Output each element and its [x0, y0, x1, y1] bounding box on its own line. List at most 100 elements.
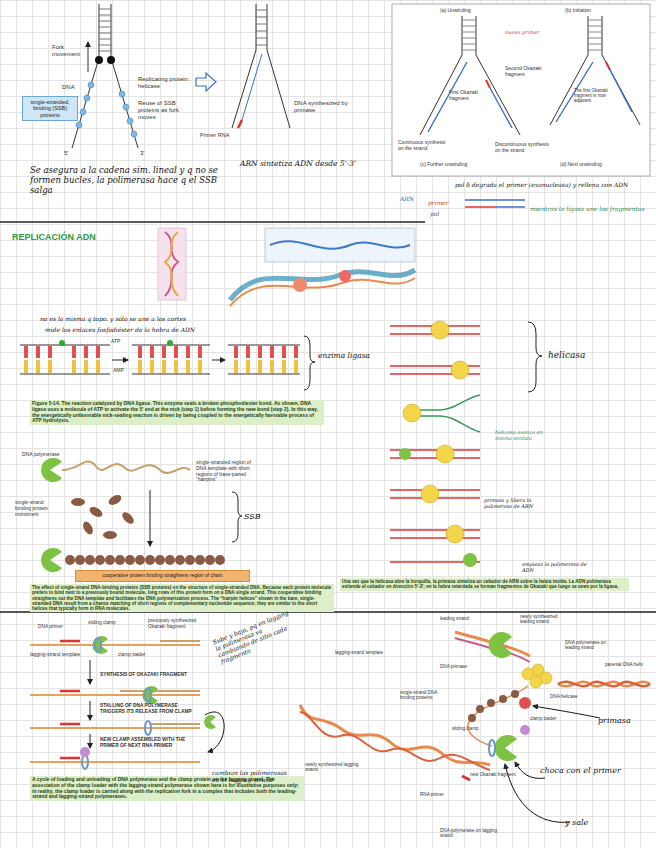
part-label: clamp loader — [118, 652, 163, 658]
helicase — [403, 321, 469, 543]
part-label: SYNTHESIS OF OKAZAKI FRAGMENT — [100, 672, 210, 678]
lagging-cycle — [30, 645, 200, 762]
lagging-cycle — [160, 640, 200, 642]
ssb-protein — [76, 82, 137, 137]
replication-fork — [256, 4, 257, 50]
ligase-reaction — [167, 340, 173, 346]
part-label: parental DNA helix — [605, 662, 645, 667]
ssb-figure — [75, 555, 85, 565]
replication-illustration — [165, 232, 178, 296]
replication-illustration — [265, 228, 415, 262]
ligase-reaction — [26, 360, 98, 373]
replication-illustration — [165, 232, 178, 296]
part-label: Replicating protein: helicase — [138, 76, 196, 90]
replication-fork-complex — [476, 705, 484, 713]
replication-fork — [111, 4, 112, 58]
replication-fork — [420, 16, 640, 135]
hand-arrow — [505, 706, 600, 822]
lagging-cycle — [90, 660, 91, 748]
ssb-protein — [131, 131, 137, 137]
replication-fork — [490, 88, 512, 128]
replication-fork — [267, 4, 268, 50]
helicase — [95, 56, 115, 64]
part-label: Second Okazaki fragment — [505, 66, 553, 78]
part-label: DNA helicase — [550, 694, 595, 699]
ssb-figure — [155, 555, 165, 565]
ssb-figure — [120, 510, 136, 526]
ssb-figure — [175, 555, 185, 565]
rna-primer — [606, 62, 610, 70]
figure-caption: The effect of single-strand DNA-binding … — [30, 584, 334, 612]
part-label: leading strand — [440, 616, 485, 621]
helicase-steps — [420, 395, 480, 432]
handwritten-note: primasa y libera la polimerasa de ARN — [484, 498, 544, 510]
part-label: (d) Next unwinding — [560, 162, 640, 168]
handwritten-note: primer — [428, 200, 458, 207]
part-label: sliding clamp — [88, 620, 133, 626]
lagging-cycle — [205, 712, 224, 752]
rna-primer — [486, 80, 490, 88]
replication-fork-complex — [300, 712, 490, 770]
replication-fork-complex — [468, 690, 519, 722]
part-label: First Okazaki fragment — [449, 90, 489, 102]
handwritten-note: cambian las polimerasas en el lagging st… — [212, 770, 292, 784]
replication-fork-complex — [519, 697, 531, 709]
ssb-figure — [107, 493, 123, 507]
lagging-cycle — [150, 723, 200, 725]
ssb-figure — [85, 555, 95, 565]
handwritten-note: mide los enlaces fosfodiéster de la hebr… — [45, 327, 285, 334]
handwritten-note: SSB — [244, 512, 274, 521]
part-label: DNA primer — [38, 624, 78, 630]
replication-fork-complex — [520, 725, 530, 735]
handwritten-note: no es la misma q topo. y sólo se une a l… — [40, 316, 270, 323]
ssb-protein — [80, 109, 86, 115]
part-label: DNA — [62, 84, 82, 91]
lagging-cycle — [30, 727, 200, 729]
part-label: single-stranded region of DNA template w… — [196, 460, 256, 483]
lagging-cycle — [60, 640, 80, 643]
strand-sketch — [465, 200, 525, 207]
strand-sketch — [465, 199, 525, 201]
handwritten-note: primasa — [598, 716, 648, 725]
part-label: sliding clamp — [452, 726, 492, 731]
ssb-protein — [84, 95, 90, 101]
handwritten-note: enzima ligasa — [318, 352, 373, 361]
handwritten-note: y sale — [565, 818, 605, 827]
replication-illustration — [158, 228, 186, 300]
part-label: DNA polymerase — [22, 452, 82, 458]
bracket — [528, 322, 542, 392]
ssb-figure — [185, 555, 195, 565]
ligase-reaction — [140, 360, 200, 373]
part-label: previously synthesized Okazaki fragment — [148, 618, 208, 629]
part-label: 5' — [64, 150, 76, 157]
replication-fork — [588, 16, 589, 55]
part-label: lagging-strand template — [335, 650, 385, 655]
helicase — [451, 361, 469, 379]
replication-illustration — [230, 278, 415, 306]
replication-fork — [232, 4, 290, 128]
lagging-cycle — [90, 660, 91, 684]
ssb-protein — [88, 82, 94, 88]
ssb-figure — [65, 555, 225, 565]
part-label: DNA primase — [440, 664, 480, 669]
replication-fork — [610, 70, 632, 112]
ligase-reaction — [20, 340, 300, 374]
ligase-reaction — [236, 360, 296, 373]
arrow-symbol — [196, 73, 216, 91]
helicase — [403, 404, 421, 422]
replication-fork — [462, 16, 463, 55]
lagging-cycle — [30, 761, 200, 763]
polymerase — [399, 448, 477, 567]
replication-fork — [99, 9, 111, 51]
handwritten-note: empieza la polimerasa de ADN — [522, 562, 592, 574]
handwritten-note: helicasa — [548, 350, 618, 360]
replication-fork-complex — [300, 632, 650, 780]
replication-fork — [72, 4, 138, 148]
part-label: Continuous synthesis on the strand — [398, 140, 448, 152]
rna-primer — [238, 120, 242, 128]
lagging-cycle — [90, 701, 91, 720]
box-text: single-stranded, binding (SSB) proteins — [26, 99, 74, 118]
lagging-cycle — [90, 734, 91, 748]
part-label: clamp loader — [530, 716, 570, 721]
